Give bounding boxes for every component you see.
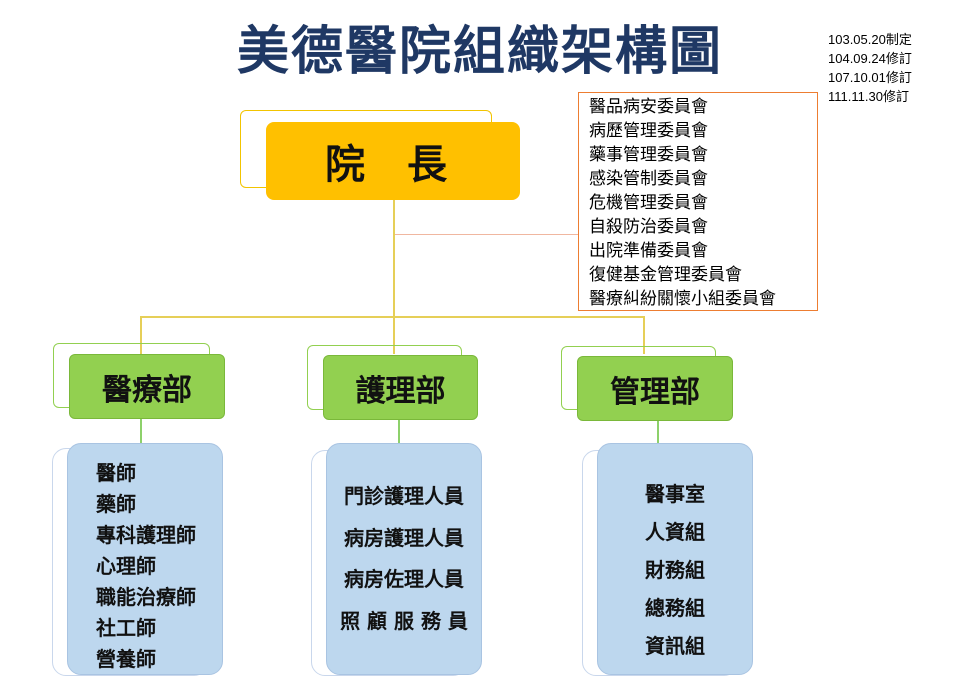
connector-to-admin bbox=[643, 316, 645, 354]
revision-date: 104.09.24修訂 bbox=[828, 51, 912, 66]
connector-medical-staff bbox=[140, 419, 142, 445]
staff-item: 總務組 bbox=[645, 596, 705, 620]
chart-title: 美德醫院組織架構圖 bbox=[236, 22, 723, 82]
staff-item: 資訊組 bbox=[645, 634, 705, 658]
connector-president-committees bbox=[395, 234, 578, 235]
staff-item: 門診護理人員 bbox=[344, 484, 464, 508]
staff-item: 人資組 bbox=[645, 520, 705, 544]
committees-list: 醫品病安委員會 病歷管理委員會 藥事管理委員會 感染管制委員會 危機管理委員會 … bbox=[578, 92, 818, 311]
committee-item: 感染管制委員會 bbox=[589, 169, 708, 189]
staff-item: 病房護理人員 bbox=[344, 525, 464, 550]
committee-item: 醫療糾紛關懷小組委員會 bbox=[589, 289, 776, 309]
committee-item: 復健基金管理委員會 bbox=[589, 265, 742, 285]
connector-admin-staff bbox=[657, 419, 659, 445]
staff-item: 社工師 bbox=[96, 616, 156, 640]
committee-item: 出院準備委員會 bbox=[589, 241, 708, 261]
staff-item: 職能治療師 bbox=[96, 585, 196, 609]
connector-horizontal-bus bbox=[140, 316, 644, 318]
revision-date: 111.11.30修訂 bbox=[828, 89, 909, 104]
connector-to-nursing bbox=[393, 316, 395, 354]
staff-item: 病房佐理人員 bbox=[344, 567, 464, 591]
revision-dates: 103.05.20制定 104.09.24修訂 107.10.01修訂 111.… bbox=[828, 30, 958, 106]
connector-nursing-staff bbox=[398, 419, 400, 445]
committee-item: 醫品病安委員會 bbox=[589, 97, 708, 117]
staff-item: 營養師 bbox=[96, 647, 156, 671]
staff-item: 醫事室 bbox=[645, 482, 705, 506]
committee-item: 病歷管理委員會 bbox=[589, 121, 708, 141]
nursing-staff-box: 門診護理人員 病房護理人員 病房佐理人員 照 顧 服 務 員 bbox=[326, 443, 482, 675]
connector-president-down bbox=[393, 200, 395, 317]
staff-item: 專科護理師 bbox=[96, 523, 196, 547]
staff-item: 藥師 bbox=[96, 492, 136, 516]
revision-date: 107.10.01修訂 bbox=[828, 70, 912, 85]
staff-item: 照 顧 服 務 員 bbox=[340, 608, 468, 633]
medical-staff-box: 醫師 藥師 專科護理師 心理師 職能治療師 社工師 營養師 bbox=[67, 443, 223, 675]
staff-item: 財務組 bbox=[645, 558, 705, 582]
admin-staff-box: 醫事室 人資組 財務組 總務組 資訊組 bbox=[597, 443, 753, 675]
staff-item: 醫師 bbox=[96, 461, 136, 485]
revision-date: 103.05.20制定 bbox=[828, 32, 912, 47]
committee-item: 自殺防治委員會 bbox=[589, 217, 708, 237]
admin-dept-box: 管理部 bbox=[577, 356, 733, 421]
staff-item: 心理師 bbox=[96, 554, 156, 578]
connector-to-medical bbox=[140, 316, 142, 354]
medical-dept-box: 醫療部 bbox=[69, 354, 225, 419]
committee-item: 危機管理委員會 bbox=[589, 193, 708, 213]
committee-item: 藥事管理委員會 bbox=[589, 145, 708, 165]
nursing-dept-box: 護理部 bbox=[323, 355, 478, 420]
president-box: 院 長 bbox=[266, 122, 520, 200]
